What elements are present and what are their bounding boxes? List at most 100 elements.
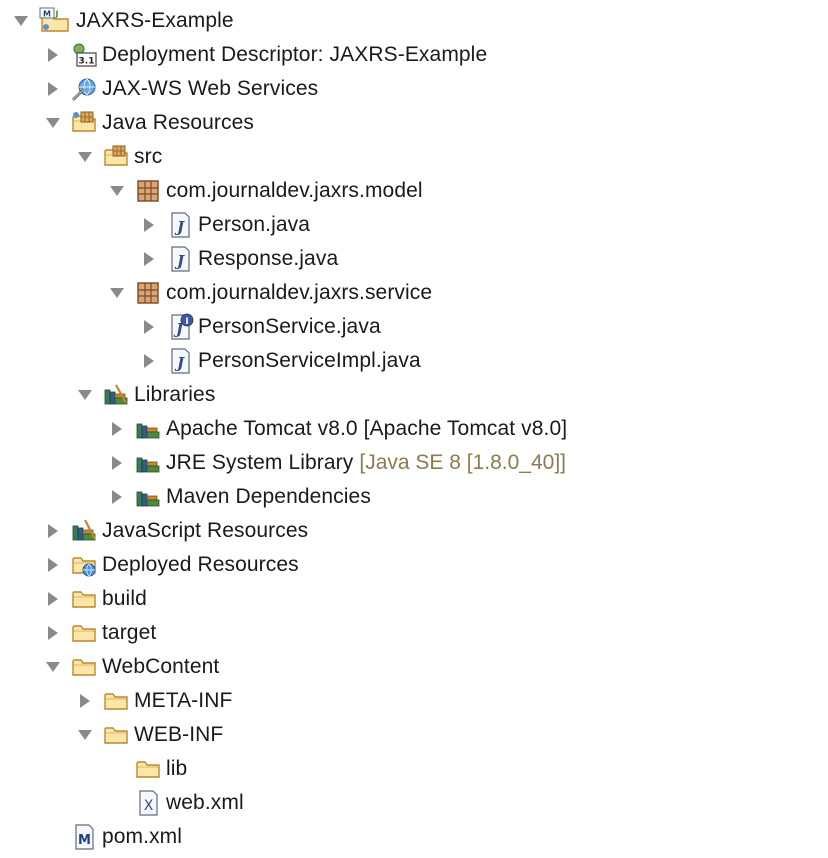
folder-icon <box>102 721 130 749</box>
folder-icon <box>70 585 98 613</box>
expand-arrow-icon[interactable] <box>106 480 128 514</box>
tree-item-label: WEB-INF <box>134 723 224 746</box>
svg-text:3.1: 3.1 <box>79 57 95 67</box>
tree-item-label: Deployment Descriptor: JAXRS-Example <box>102 43 488 66</box>
tree-item-lib[interactable]: lib <box>106 752 187 786</box>
tree-item-label: build <box>102 587 147 610</box>
tree-item-label: Response.java <box>198 247 339 270</box>
expand-arrow-icon[interactable] <box>106 412 128 446</box>
tree-item-jax-ws-web-services[interactable]: JAX-WS Web Services <box>42 72 318 106</box>
tree-item-webcontent[interactable]: WebContent <box>42 650 219 684</box>
tree-item-jre-system-library[interactable]: JRE System Library[Java SE 8 [1.8.0_40]] <box>106 446 566 480</box>
tree-item-src[interactable]: src <box>74 140 162 174</box>
tree-item-label: Person.java <box>198 213 310 236</box>
xml-file-icon: X <box>134 789 162 817</box>
folder-icon <box>70 653 98 681</box>
expand-arrow-icon[interactable] <box>42 548 64 582</box>
expand-arrow-icon[interactable] <box>138 310 160 344</box>
expand-arrow-icon[interactable] <box>138 242 160 276</box>
svg-text:I: I <box>185 317 188 327</box>
javascript-resources-icon <box>70 517 98 545</box>
expand-arrow-icon[interactable] <box>138 208 160 242</box>
collapse-arrow-icon[interactable] <box>106 276 128 310</box>
svg-text:J: J <box>55 10 59 19</box>
tree-item-target[interactable]: target <box>42 616 156 650</box>
collapse-arrow-icon[interactable] <box>42 650 64 684</box>
library-icon <box>134 449 162 477</box>
tree-item-label: PersonService.java <box>198 315 381 338</box>
tree-item-label: JRE System Library <box>166 451 354 474</box>
collapse-arrow-icon[interactable] <box>74 378 96 412</box>
tree-item-decoration: [Java SE 8 [1.8.0_40]] <box>359 451 566 474</box>
expand-arrow-icon[interactable] <box>42 582 64 616</box>
tree-item-label: Java Resources <box>102 111 254 134</box>
tree-item-java-resources[interactable]: Java Resources <box>42 106 254 140</box>
tree-item-maven-dependencies[interactable]: Maven Dependencies <box>106 480 371 514</box>
expand-arrow-icon[interactable] <box>138 344 160 378</box>
folder-icon <box>134 755 162 783</box>
expand-arrow-icon[interactable] <box>74 684 96 718</box>
tree-item-label: com.journaldev.jaxrs.model <box>166 179 423 202</box>
svg-text:M: M <box>78 833 91 848</box>
tree-spacer <box>106 752 128 786</box>
collapse-arrow-icon[interactable] <box>42 106 64 140</box>
libraries-icon <box>102 381 130 409</box>
tree-item-label: web.xml <box>166 791 244 814</box>
tree-item-jaxrs-example[interactable]: M J JAXRS-Example <box>10 4 234 38</box>
package-icon <box>134 279 162 307</box>
tree-item-com-journaldev-jaxrs-service[interactable]: com.journaldev.jaxrs.service <box>106 276 432 310</box>
expand-arrow-icon[interactable] <box>106 446 128 480</box>
java-file-icon: J <box>166 347 194 375</box>
deployment-descriptor-icon: 3.1 <box>70 41 98 69</box>
collapse-arrow-icon[interactable] <box>74 140 96 174</box>
tree-item-label: Maven Dependencies <box>166 485 371 508</box>
java-file-icon: J <box>166 211 194 239</box>
tree-item-deployment-descriptor-jaxrs-example[interactable]: 3.1 Deployment Descriptor: JAXRS-Example <box>42 38 487 72</box>
package-icon <box>134 177 162 205</box>
tree-item-label: src <box>134 145 163 168</box>
collapse-arrow-icon[interactable] <box>74 718 96 752</box>
tree-item-label: pom.xml <box>102 825 183 848</box>
tree-item-personserviceimpl-java[interactable]: J PersonServiceImpl.java <box>138 344 421 378</box>
tree-item-label: JAX-WS Web Services <box>102 77 319 100</box>
svg-text:X: X <box>144 798 154 814</box>
collapse-arrow-icon[interactable] <box>10 4 32 38</box>
tree-item-web-inf[interactable]: WEB-INF <box>74 718 223 752</box>
folder-icon <box>102 687 130 715</box>
tree-item-meta-inf[interactable]: META-INF <box>74 684 232 718</box>
library-icon <box>134 415 162 443</box>
tree-item-label: WebContent <box>102 655 220 678</box>
tree-item-com-journaldev-jaxrs-model[interactable]: com.journaldev.jaxrs.model <box>106 174 423 208</box>
web-services-icon <box>70 75 98 103</box>
svg-text:M: M <box>43 10 51 19</box>
tree-item-label: lib <box>166 757 188 780</box>
tree-item-libraries[interactable]: Libraries <box>74 378 215 412</box>
tree-item-label: JAXRS-Example <box>76 9 234 32</box>
tree-item-apache-tomcat-v8-0-apache-tomcat-v8-0[interactable]: Apache Tomcat v8.0 [Apache Tomcat v8.0] <box>106 412 567 446</box>
maven-web-project-icon: M J <box>38 7 72 35</box>
tree-item-deployed-resources[interactable]: Deployed Resources <box>42 548 299 582</box>
tree-item-build[interactable]: build <box>42 582 147 616</box>
maven-pom-icon: M <box>70 823 98 851</box>
tree-item-label: JavaScript Resources <box>102 519 309 542</box>
expand-arrow-icon[interactable] <box>42 514 64 548</box>
tree-item-label: target <box>102 621 157 644</box>
expand-arrow-icon[interactable] <box>42 72 64 106</box>
tree-item-label: PersonServiceImpl.java <box>198 349 421 372</box>
tree-item-label: com.journaldev.jaxrs.service <box>166 281 433 304</box>
collapse-arrow-icon[interactable] <box>106 174 128 208</box>
java-file-icon: J <box>166 245 194 273</box>
java-resources-icon <box>70 109 98 137</box>
tree-item-javascript-resources[interactable]: JavaScript Resources <box>42 514 308 548</box>
expand-arrow-icon[interactable] <box>42 616 64 650</box>
deployed-resources-icon <box>70 551 98 579</box>
expand-arrow-icon[interactable] <box>42 38 64 72</box>
tree-item-label: Libraries <box>134 383 216 406</box>
svg-text:J: J <box>174 354 185 372</box>
